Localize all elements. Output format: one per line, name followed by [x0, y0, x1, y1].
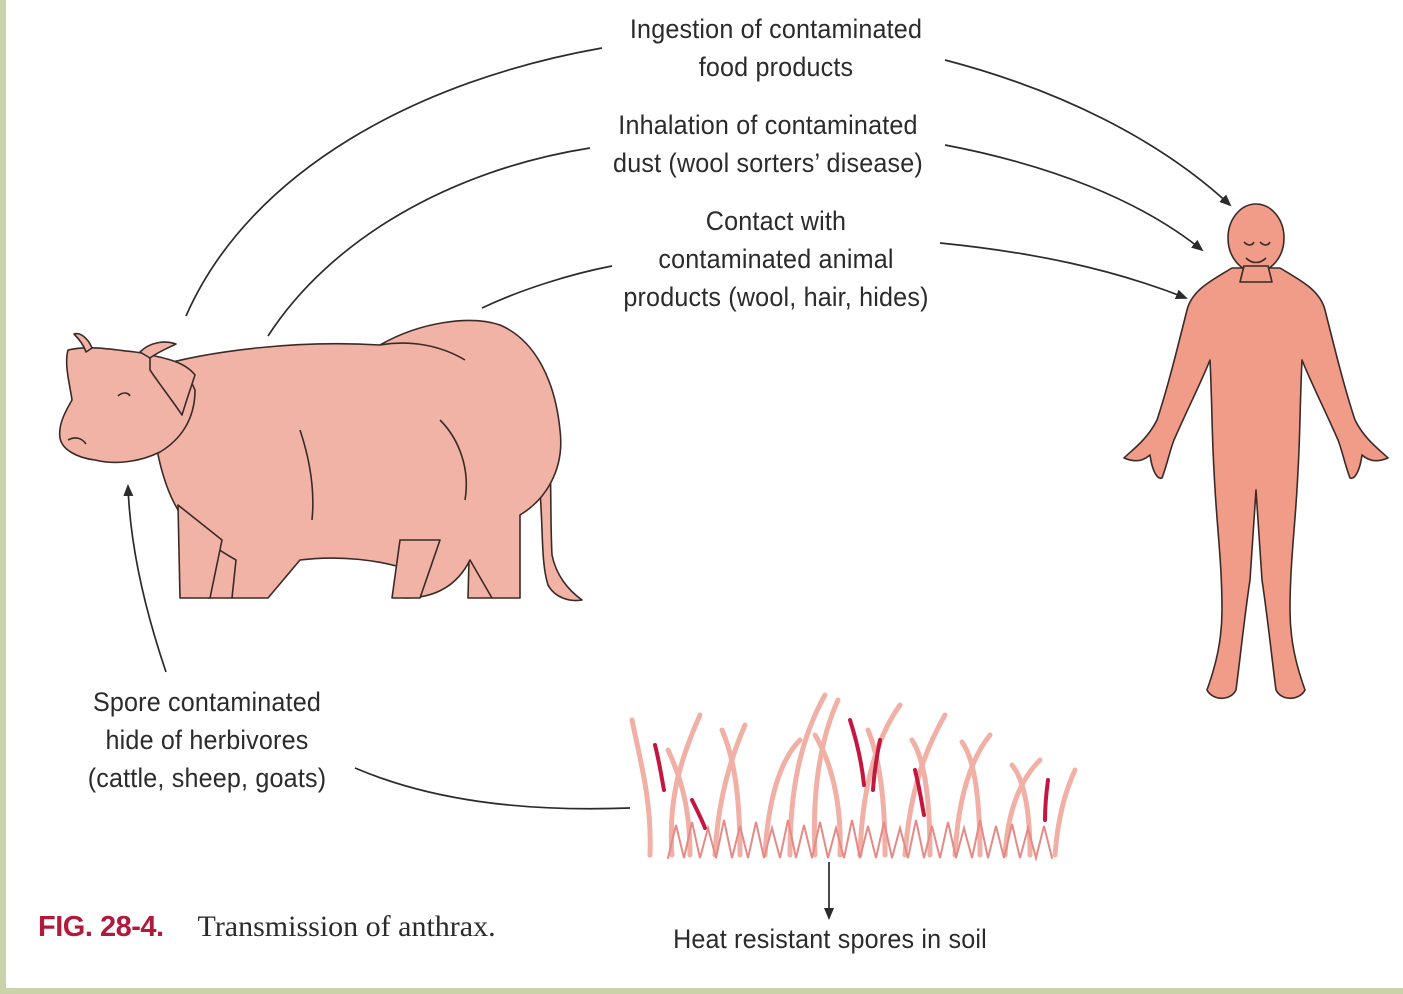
figure-number: FIG. 28-4.	[38, 911, 164, 943]
contact-label-line-1: Contact with	[590, 202, 962, 240]
soil-spores-label: Heat resistant spores in soil	[644, 920, 1016, 958]
contact-label-line-2: contaminated animal	[590, 240, 962, 278]
human-figure	[1124, 204, 1388, 698]
inhalation-curve	[268, 148, 590, 336]
inhalation-label: Inhalation of contaminated dust (wool so…	[582, 106, 954, 182]
spore-hide-label-line-3: (cattle, sheep, goats)	[58, 759, 356, 797]
ingestion-label-line-1: Ingestion of contaminated	[590, 10, 962, 48]
grass-to-hide-curve	[355, 768, 630, 809]
spore-hide-label: Spore contaminated hide of herbivores (c…	[58, 683, 356, 797]
contact-arrow	[940, 243, 1186, 298]
cow-illustration	[60, 321, 582, 601]
inhalation-label-line-1: Inhalation of contaminated	[582, 106, 954, 144]
contact-label-line-3: products (wool, hair, hides)	[590, 278, 962, 316]
contact-label: Contact with contaminated animal product…	[590, 202, 962, 316]
ingestion-label: Ingestion of contaminated food products	[590, 10, 962, 86]
ingestion-curve	[186, 48, 602, 316]
ingestion-arrow	[945, 60, 1230, 205]
ingestion-label-line-2: food products	[590, 48, 962, 86]
spore-hide-label-line-1: Spore contaminated	[58, 683, 356, 721]
inhalation-arrow	[945, 145, 1202, 250]
grass-illustration	[632, 695, 1075, 858]
figure-caption-text: Transmission of anthrax.	[198, 910, 496, 943]
hide-to-cow-arrow	[128, 486, 166, 672]
spore-hide-label-line-2: hide of herbivores	[58, 721, 356, 759]
figure-caption: FIG. 28-4. Transmission of anthrax.	[38, 910, 496, 944]
soil-spores-label-text: Heat resistant spores in soil	[644, 920, 1016, 958]
inhalation-label-line-2: dust (wool sorters’ disease)	[582, 144, 954, 182]
